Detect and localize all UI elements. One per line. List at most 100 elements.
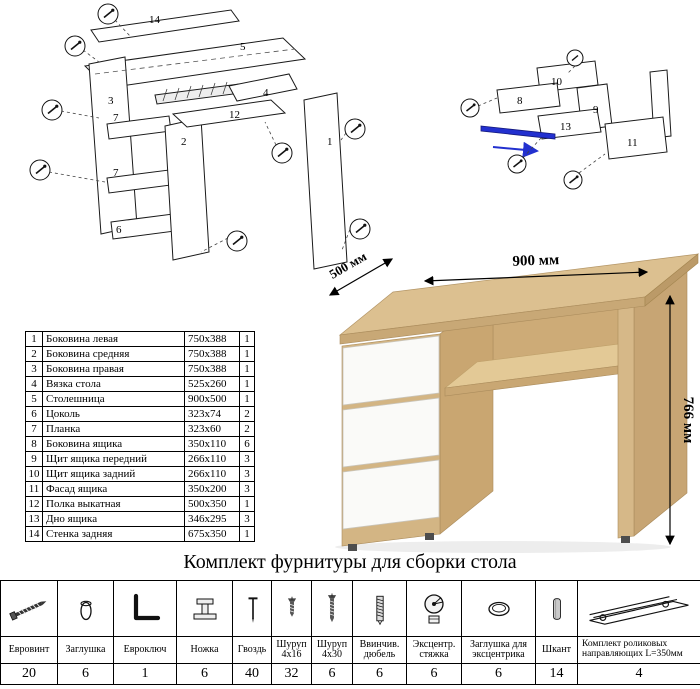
part-name: Полка выкатная [42, 496, 185, 512]
part-qty: 1 [239, 526, 255, 542]
hardware-name: Евроключ [113, 636, 177, 664]
hardware-icon-cell [352, 580, 407, 637]
part-name: Боковина ящика [42, 436, 185, 452]
part-name: Столешница [42, 391, 185, 407]
hardware-name: Комплект роликовых направляющих L=350мм [577, 636, 700, 664]
plug-icon [79, 600, 92, 620]
part-name: Боковина правая [42, 361, 185, 377]
part-name: Боковина средняя [42, 346, 185, 362]
part-size: 323x74 [184, 406, 240, 422]
part-qty: 6 [239, 436, 255, 452]
hardware-name: Евровинт [0, 636, 58, 664]
panel-tie [228, 73, 298, 102]
drawer-front [342, 397, 440, 468]
hardware-name: Шкант [535, 636, 578, 664]
hardware-qty: 4 [577, 663, 700, 685]
part-number: 10 [25, 466, 43, 482]
eccentric-cam-icon [424, 593, 444, 623]
part-size: 323x60 [184, 421, 240, 437]
hardware-icon-cell [406, 580, 462, 637]
hardware-kit-title: Комплект фурнитуры для сборки стола [183, 551, 517, 573]
part-label: 5 [240, 41, 246, 53]
dimension-width-label: 900 мм [512, 252, 559, 270]
hardware-qty: 32 [271, 663, 312, 685]
part-number: 6 [25, 406, 43, 422]
part-label: 7 [113, 112, 119, 124]
part-name: Щит ящика задний [42, 466, 185, 482]
hardware-qty: 20 [0, 663, 58, 685]
panel-side [303, 92, 348, 270]
part-qty: 1 [239, 331, 255, 347]
desktop-right-edge [644, 253, 699, 307]
part-size: 675x350 [184, 526, 240, 542]
drawer-side [496, 82, 561, 114]
hardware-name: Эксцентр. стяжка [406, 636, 462, 664]
part-label: 6 [116, 224, 122, 236]
part-number: 5 [25, 391, 43, 407]
hardware-icon-cell [311, 580, 353, 637]
part-number: 1 [25, 331, 43, 347]
part-size: 750x388 [184, 361, 240, 377]
desk-render: 900 мм 500 мм 766 мм [326, 248, 700, 553]
part-size: 525x260 [184, 376, 240, 392]
part-size: 900x500 [184, 391, 240, 407]
hardware-table: Евровинт Заглушка Евроключ Ножка Гвоздь … [0, 580, 700, 685]
part-number: 12 [25, 496, 43, 512]
hardware-icon-cell [176, 580, 233, 637]
hardware-icon-cell [271, 580, 312, 637]
cam-cap-icon [487, 601, 510, 616]
screw-in-dowel-icon [375, 595, 384, 625]
part-number: 3 [25, 361, 43, 377]
part-qty: 3 [239, 451, 255, 467]
part-name: Планка [42, 421, 185, 437]
furniture-leg-icon [193, 598, 216, 619]
drawer-facade [604, 116, 668, 160]
hardware-name: Шуруп 4x16 [271, 636, 312, 664]
hardware-icon-cell [577, 580, 700, 637]
part-label: 10 [551, 76, 563, 88]
part-label: 13 [560, 121, 572, 133]
hardware-icon-row [0, 580, 700, 637]
hardware-name: Шуруп 4x30 [311, 636, 353, 664]
part-size: 500x350 [184, 496, 240, 512]
dimension-depth-label: 500 мм [326, 248, 369, 281]
hardware-name: Заглушка для эксцентрика [461, 636, 536, 664]
hardware-icon-cell [232, 580, 272, 637]
part-label: 4 [263, 87, 269, 99]
part-label: 7 [113, 167, 119, 179]
drawer-front [342, 335, 440, 406]
hardware-callouts [29, 3, 371, 252]
part-name: Стенка задняя [42, 526, 185, 542]
part-qty: 1 [239, 391, 255, 407]
hardware-qty-row: 20 6 1 6 40 32 6 6 6 6 14 4 [0, 663, 700, 685]
hardware-qty: 6 [461, 663, 536, 685]
hardware-qty: 14 [535, 663, 578, 685]
depth-dimension-arrow [328, 258, 394, 296]
hexkey-icon [133, 593, 161, 620]
part-qty: 1 [239, 361, 255, 377]
panel-shelf [171, 99, 287, 128]
part-qty: 1 [239, 496, 255, 512]
hardware-qty: 40 [232, 663, 272, 685]
part-qty: 3 [239, 466, 255, 482]
part-label: 12 [229, 109, 240, 121]
part-name: Боковина левая [42, 331, 185, 347]
exploded-diagram-drawer: 10 9 8 13 11 [460, 49, 672, 190]
part-name: Цоколь [42, 406, 185, 422]
hardware-icon-cell [461, 580, 536, 637]
hardware-icon-cell [113, 580, 177, 637]
euroscrew-icon [9, 600, 47, 621]
part-label: 11 [627, 137, 638, 149]
part-name: Вязка стола [42, 376, 185, 392]
part-size: 750x388 [184, 331, 240, 347]
part-qty: 1 [239, 376, 255, 392]
part-qty: 1 [239, 346, 255, 362]
